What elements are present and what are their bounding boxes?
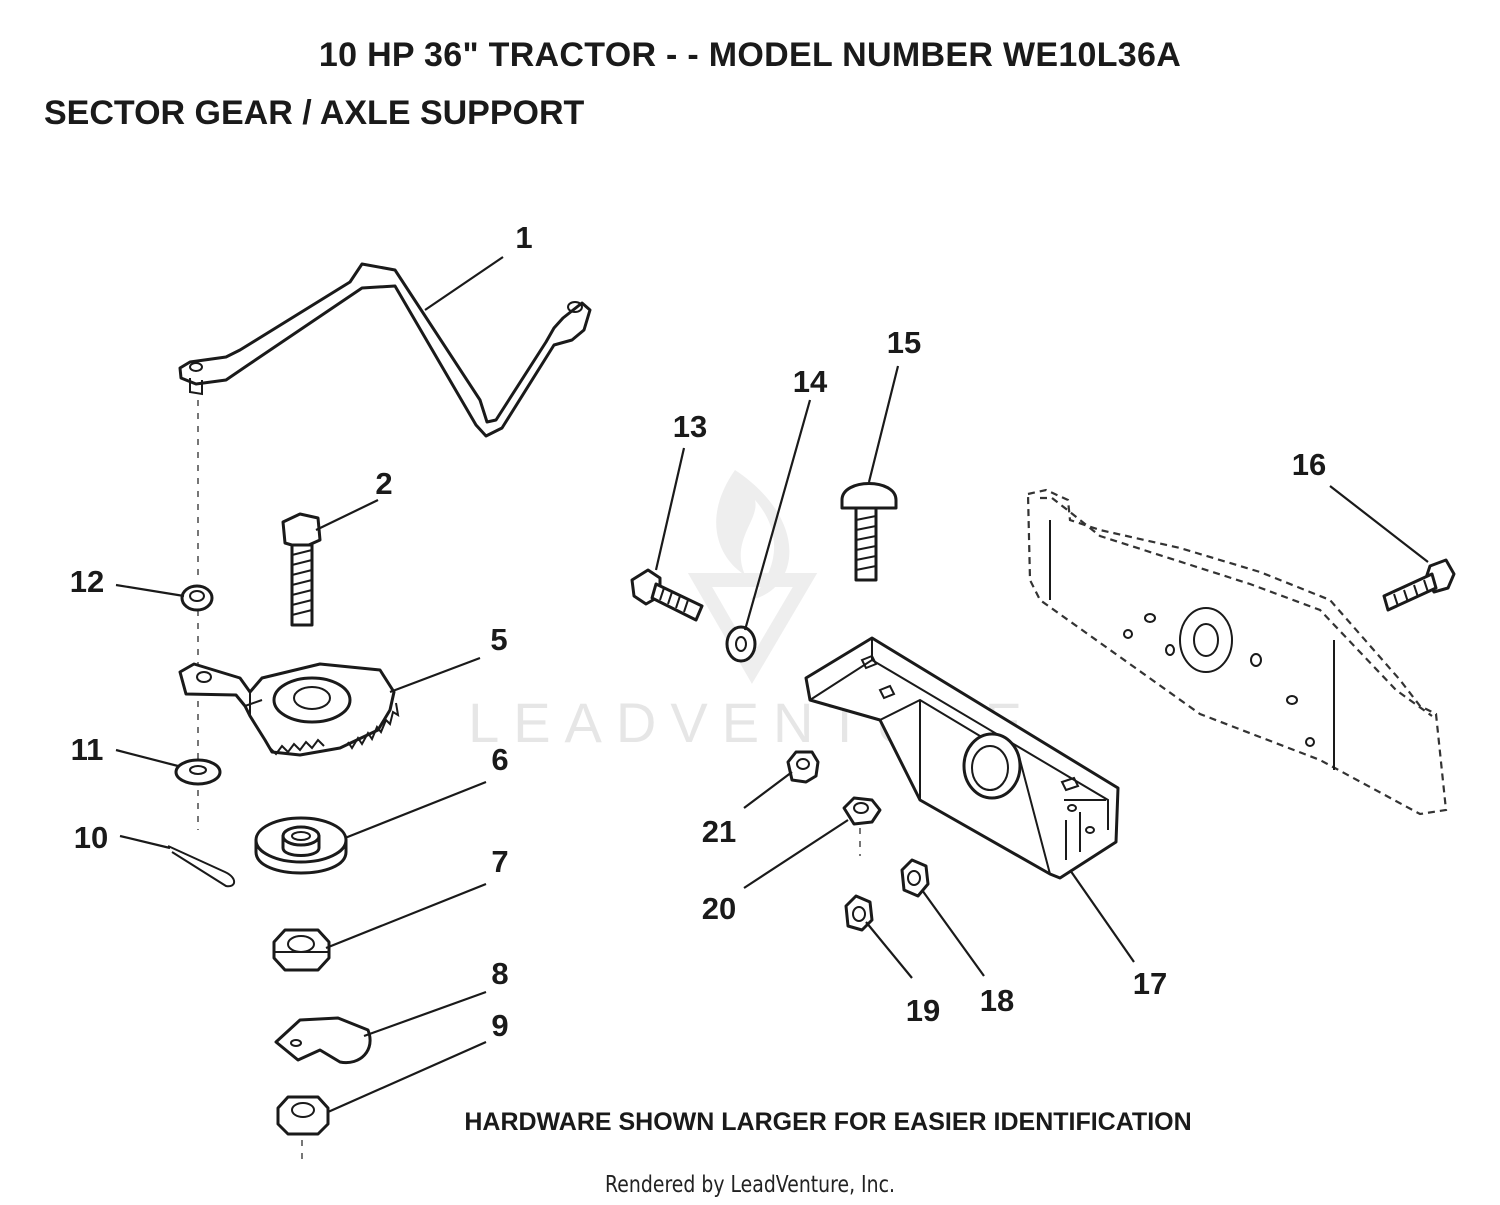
part-21-hex-nut[interactable] — [786, 750, 820, 784]
callout-17[interactable]: 17 — [1133, 966, 1167, 1001]
part-11-washer[interactable] — [174, 758, 222, 786]
callout-20[interactable]: 20 — [702, 891, 736, 926]
callout-18[interactable]: 18 — [980, 983, 1014, 1018]
callout-14[interactable]: 14 — [793, 364, 828, 399]
rendered-by-footer: Rendered by LeadVenture, Inc. — [605, 1172, 895, 1198]
part-2-hex-bolt[interactable] — [281, 512, 322, 627]
callout-9[interactable]: 9 — [491, 1008, 508, 1043]
part-19-hex-nut[interactable] — [844, 894, 874, 932]
hardware-note: HARDWARE SHOWN LARGER FOR EASIER IDENTIF… — [464, 1108, 1192, 1136]
axle-frame-reference — [1026, 488, 1448, 816]
part-15-carriage-bolt[interactable] — [840, 482, 898, 582]
part-1-drag-link[interactable] — [178, 262, 592, 438]
callout-13[interactable]: 13 — [673, 409, 707, 444]
callout-10[interactable]: 10 — [74, 820, 108, 855]
callout-8[interactable]: 8 — [491, 956, 508, 991]
part-5-sector-gear[interactable] — [178, 662, 400, 757]
callout-2[interactable]: 2 — [375, 466, 392, 501]
part-10-cotter-pin[interactable] — [167, 845, 236, 888]
callout-16[interactable]: 16 — [1292, 447, 1326, 482]
callout-21[interactable]: 21 — [702, 814, 736, 849]
callout-12[interactable]: 12 — [70, 564, 104, 599]
part-12-flange-nut[interactable] — [180, 584, 214, 612]
callout-15[interactable]: 15 — [887, 325, 921, 360]
part-14-washer[interactable] — [725, 625, 757, 663]
part-7-hex-nut[interactable] — [272, 928, 331, 972]
callout-11[interactable]: 11 — [71, 732, 104, 767]
callout-7[interactable]: 7 — [491, 844, 508, 879]
part-18-hex-nut[interactable] — [900, 858, 930, 898]
part-16-hex-bolt[interactable] — [1382, 558, 1456, 612]
part-8-clip[interactable] — [274, 1016, 372, 1065]
callout-5[interactable]: 5 — [490, 622, 507, 657]
part-9-hex-nut[interactable] — [276, 1095, 330, 1136]
part-13-hex-bolt[interactable] — [630, 568, 704, 622]
callout-labels: 1 2 5 6 7 8 9 10 11 12 13 14 15 16 17 18… — [70, 220, 1326, 1043]
callout-19[interactable]: 19 — [906, 993, 940, 1028]
section-title: SECTOR GEAR / AXLE SUPPORT — [44, 94, 585, 132]
callout-1[interactable]: 1 — [515, 220, 532, 255]
callout-6[interactable]: 6 — [491, 742, 508, 777]
leader-lines — [115, 256, 1429, 1114]
part-20-hex-nut[interactable] — [842, 796, 882, 826]
diagram-title: 10 HP 36" TRACTOR - - MODEL NUMBER WE10L… — [318, 36, 1182, 74]
part-17-axle-support[interactable] — [804, 636, 1120, 880]
part-6-spacer[interactable] — [254, 816, 348, 875]
